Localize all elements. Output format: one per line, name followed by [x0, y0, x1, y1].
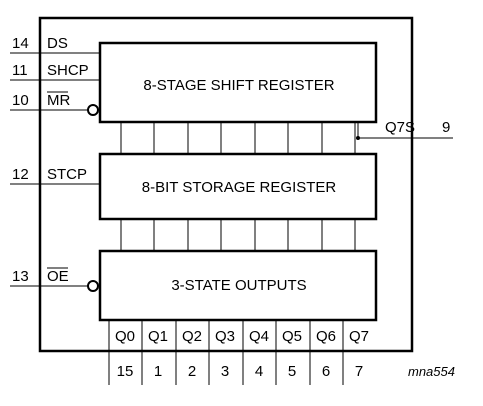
pin-name-stcp: STCP [47, 166, 87, 183]
output-pin-q3: 3 [221, 363, 229, 380]
pin-number-mr: 10 [12, 92, 29, 109]
shift-register-label: 8-STAGE SHIFT REGISTER [143, 77, 334, 94]
output-pin-q2: 2 [188, 363, 196, 380]
output-name-q5: Q5 [282, 328, 302, 345]
output-stage-label: 3-STATE OUTPUTS [171, 277, 306, 294]
pin-number-shcp: 11 [12, 62, 28, 79]
output-stage-block [98, 249, 378, 322]
output-pin-q0: 15 [117, 363, 134, 380]
output-pin-q4: 4 [255, 363, 263, 380]
output-name-q4: Q4 [249, 328, 269, 345]
storage-register-block [98, 152, 378, 221]
pin-name-oe: OE [47, 268, 69, 285]
inversion-bubble-oe [87, 280, 99, 292]
output-pins: Q0 15 Q1 1 Q2 2 Q3 3 Q4 4 Q5 5 Q6 6 Q7 7 [108, 320, 369, 385]
input-pins: 14 DS 11 SHCP 10 MR 12 STCP 13 OE [10, 35, 100, 292]
output-pin-q6: 6 [322, 363, 330, 380]
output-pin-q5: 5 [288, 363, 296, 380]
pin-name-ds: DS [47, 35, 68, 52]
output-name-q2: Q2 [182, 328, 202, 345]
output-name-q3: Q3 [215, 328, 235, 345]
shift-register-block [98, 41, 378, 124]
output-name-q6: Q6 [316, 328, 336, 345]
figure-code: mna554 [408, 364, 455, 379]
output-name-q7: Q7 [349, 328, 369, 345]
bus-shift-to-storage [120, 122, 356, 154]
inversion-bubble-mr [87, 104, 99, 116]
q7s-pin-number: 9 [442, 119, 450, 136]
pin-name-mr: MR [47, 92, 70, 109]
pin-name-shcp: SHCP [47, 62, 89, 79]
bus-storage-to-outputs [120, 219, 356, 251]
output-name-q1: Q1 [148, 328, 168, 345]
output-pin-q1: 1 [154, 363, 162, 380]
storage-register-label: 8-BIT STORAGE REGISTER [142, 179, 337, 196]
pin-number-ds: 14 [12, 35, 29, 52]
output-pin-q7: 7 [355, 363, 363, 380]
q7s-label: Q7S [385, 119, 415, 136]
pin-number-oe: 13 [12, 268, 29, 285]
output-name-q0: Q0 [115, 328, 135, 345]
pin-number-stcp: 12 [12, 166, 29, 183]
